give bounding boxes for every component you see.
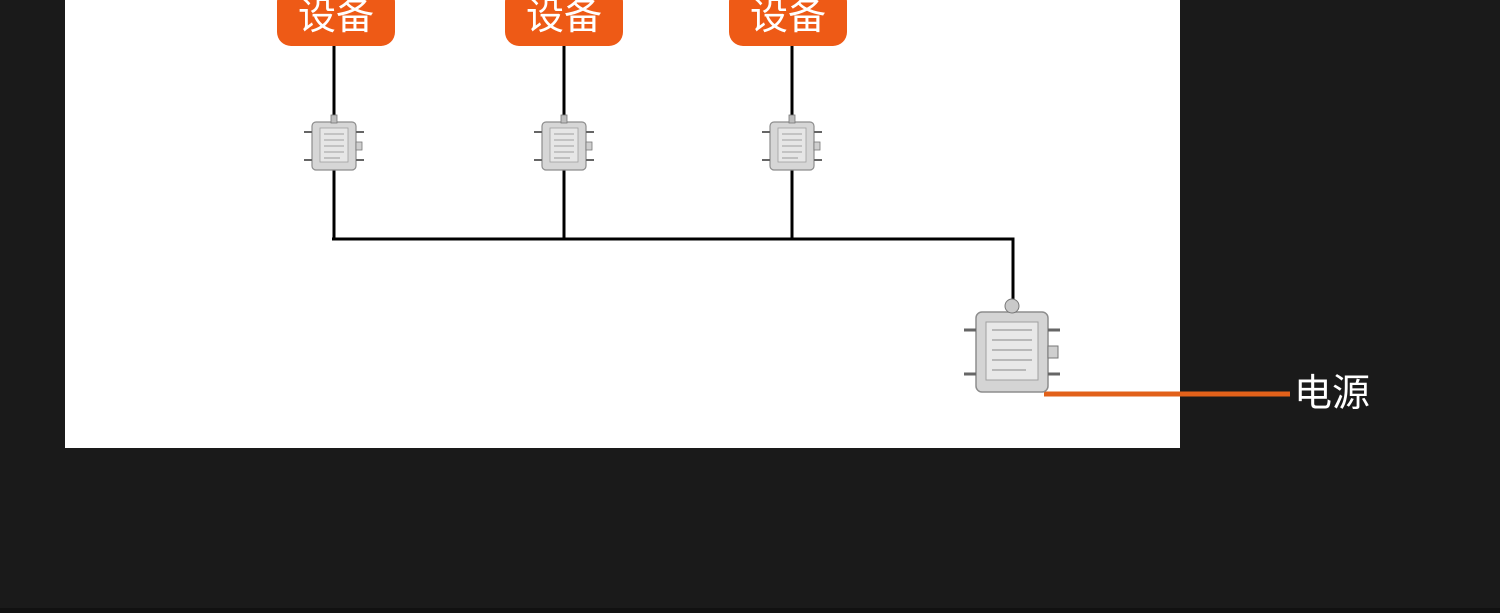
device-tag-3: 设备: [729, 0, 847, 46]
device-tag-2: 设备: [505, 0, 623, 46]
filter-device-2-icon: [533, 114, 595, 171]
device-tag-1: 设备: [277, 0, 395, 46]
power-source-label: 电源: [1294, 371, 1371, 415]
filter-device-3-icon: [761, 114, 823, 171]
main-filter-icon: [962, 297, 1062, 394]
main-bus-wire: [332, 237, 1015, 300]
bottom-bar: [0, 608, 1500, 613]
filter-device-1-icon: [303, 114, 365, 171]
